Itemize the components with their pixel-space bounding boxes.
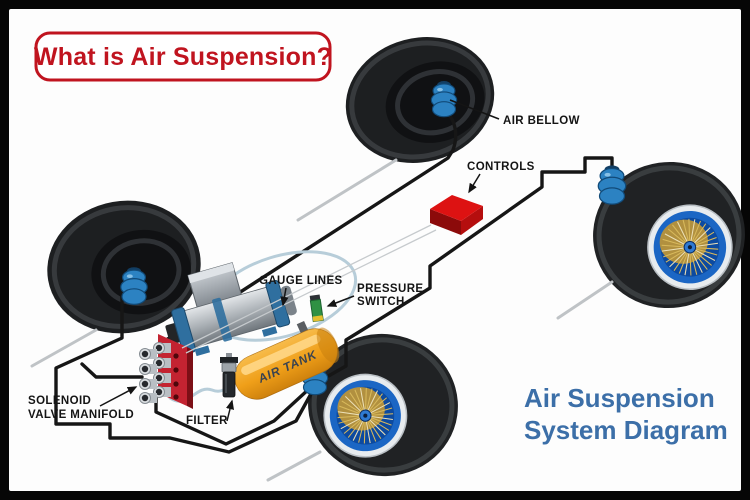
pipe-right-bellow	[316, 156, 614, 384]
caption: Air Suspension System Diagram	[524, 383, 728, 445]
air-bellow-front	[430, 80, 458, 118]
air-bellow-label: AIR BELLOW	[503, 115, 580, 127]
solenoid-label-2: VALVE MANIFOLD	[28, 409, 134, 421]
filter-arrow	[225, 399, 235, 422]
caption-line-1: Air Suspension	[524, 383, 715, 413]
pipe-left-loop	[54, 284, 314, 454]
controls-arrow	[468, 173, 481, 194]
suspension-arm	[296, 158, 398, 222]
title-box: What is Air Suspension?	[34, 31, 332, 82]
solenoid-label-1: SOLENOID	[28, 395, 91, 407]
gauge-lines-arrow	[280, 287, 289, 307]
filter-label: FILTER	[186, 415, 228, 427]
wheel-bottom-front	[308, 333, 458, 477]
solenoid-valve-manifold	[139, 334, 193, 409]
air-bellow-left	[120, 266, 148, 305]
page-title: What is Air Suspension?	[34, 43, 332, 71]
pressure-switch-arrow	[326, 295, 355, 307]
suspension-arm	[266, 450, 322, 482]
manifold-valves	[139, 342, 171, 404]
controls-label: CONTROLS	[467, 161, 535, 173]
air-tank: AIR TANK	[234, 320, 340, 400]
solenoid-arrow	[99, 386, 138, 407]
controls-box	[430, 195, 483, 235]
gauge-line	[181, 224, 432, 349]
pipe-manifold-loop	[154, 386, 312, 446]
gauge-line	[185, 229, 437, 354]
caption-line-2: System Diagram	[524, 415, 728, 445]
suspension-arm	[556, 280, 614, 320]
filter	[220, 353, 238, 398]
compressor	[165, 262, 297, 357]
pressure-switch-label-1: PRESSURE	[357, 283, 423, 295]
suspension-arm	[30, 328, 98, 368]
pipe-manifold-feed	[80, 362, 144, 379]
wheel-right-front	[593, 161, 745, 309]
pressure-switch	[309, 294, 324, 323]
pipe-front-bellow	[164, 110, 458, 352]
air-bellow-right	[597, 164, 627, 205]
air-bellow-leader	[449, 99, 500, 120]
gauge-lines-label: GAUGE LINES	[259, 275, 343, 287]
pressure-switch-label-2: SWITCH	[357, 296, 405, 308]
